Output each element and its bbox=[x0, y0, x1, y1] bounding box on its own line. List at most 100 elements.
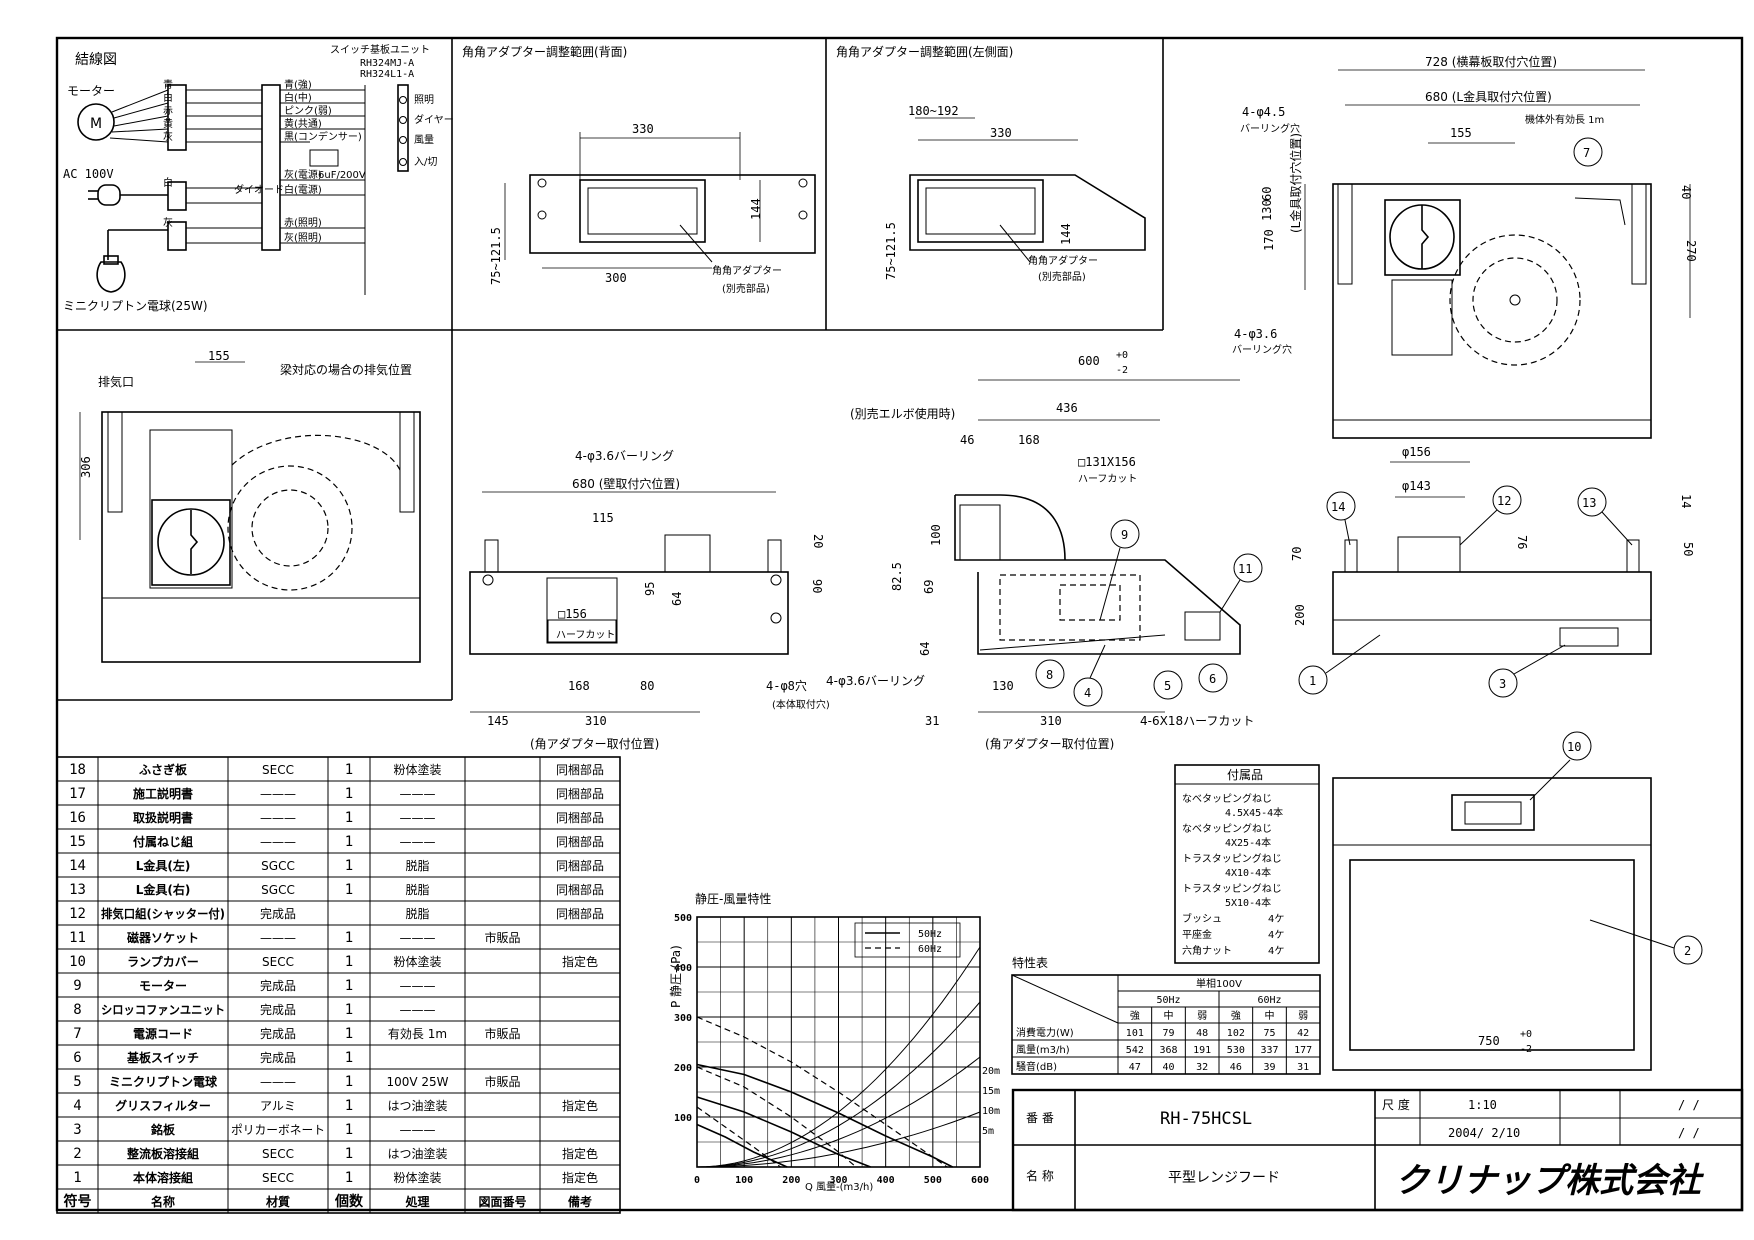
parts-cell: 指定色 bbox=[562, 1146, 598, 1161]
spec-freq: 50Hz bbox=[1156, 995, 1180, 1006]
side-view-title: 角角アダプター調整範囲(左側面) bbox=[836, 44, 1013, 59]
front-view-right: φ156 φ143 76 14 50 70 200 bbox=[1290, 445, 1695, 655]
spec-value: 530 bbox=[1227, 1045, 1245, 1056]
series-line-60Hz bbox=[696, 1066, 857, 1168]
parts-cell: 粉体塗装 bbox=[393, 954, 441, 969]
x-tick-label: 200 bbox=[782, 1175, 800, 1186]
svg-text:115: 115 bbox=[592, 511, 614, 525]
svg-text:/ /: / / bbox=[1678, 1098, 1700, 1112]
svg-text:RH324L1-A: RH324L1-A bbox=[360, 69, 414, 80]
svg-text:95: 95 bbox=[643, 582, 657, 596]
beam-exhaust-view: 梁対応の場合の排気位置 排気口 155 306 bbox=[79, 349, 421, 663]
parts-cell: ミニクリプトン電球 bbox=[109, 1074, 218, 1089]
parts-cell: 市販品 bbox=[484, 1074, 520, 1089]
drawing-date: 2004/ 2/10 bbox=[1448, 1126, 1520, 1140]
parts-cell: 市販品 bbox=[484, 930, 520, 945]
parts-cell: 粉体塗装 bbox=[393, 1170, 441, 1185]
svg-text:680 (L金具取付穴位置): 680 (L金具取付穴位置) bbox=[1425, 89, 1552, 104]
svg-text:76: 76 bbox=[1515, 535, 1529, 549]
svg-text:□131X156: □131X156 bbox=[1078, 455, 1136, 469]
parts-cell: 施工説明書 bbox=[133, 786, 193, 801]
svg-text:-2: -2 bbox=[1116, 365, 1128, 376]
plot-frame bbox=[696, 916, 981, 1168]
parts-cell: ——— bbox=[400, 787, 436, 801]
svg-text:バーリング穴: バーリング穴 bbox=[1232, 343, 1292, 356]
svg-text:155: 155 bbox=[208, 349, 230, 363]
x-tick-label: 300 bbox=[829, 1175, 847, 1186]
svg-text:4-6X18ハーフカット: 4-6X18ハーフカット bbox=[1140, 714, 1254, 728]
svg-text:436: 436 bbox=[1056, 401, 1078, 415]
svg-text:4ケ: 4ケ bbox=[1268, 929, 1284, 941]
parts-cell: 3 bbox=[73, 1122, 81, 1138]
svg-text:角角アダプター: 角角アダプター bbox=[1028, 254, 1098, 267]
svg-text:144: 144 bbox=[749, 198, 763, 220]
parts-cell: 11 bbox=[69, 930, 86, 946]
back-view-title: 角角アダプター調整範囲(背面) bbox=[462, 44, 627, 59]
top-view: 728 (横幕板取付穴位置) 680 (L金具取付穴位置) 機体外有効長 1m … bbox=[1232, 54, 1698, 439]
svg-text:ハーフカット: ハーフカット bbox=[556, 629, 615, 641]
parts-cell: 1 bbox=[345, 954, 353, 970]
parts-cell: 取扱説明書 bbox=[133, 810, 193, 825]
parts-header-cell: 符号 bbox=[63, 1193, 92, 1210]
beam-title: 梁対応の場合の排気位置 bbox=[280, 362, 412, 377]
svg-text:4ケ: 4ケ bbox=[1268, 945, 1284, 957]
svg-text:20: 20 bbox=[811, 534, 825, 548]
y-tick-label: 500 bbox=[674, 913, 692, 924]
svg-text:4-φ8穴: 4-φ8穴 bbox=[766, 678, 807, 693]
parts-cell: 1 bbox=[345, 1122, 353, 1138]
spec-level: 強 bbox=[1130, 1009, 1140, 1022]
title-block: 番 番 RH-75HCSL 名 称 平型レンジフード 尺 度 1:10 2004… bbox=[1011, 1088, 1744, 1212]
spec-value: 31 bbox=[1297, 1062, 1309, 1073]
y-tick-label: 200 bbox=[674, 1063, 692, 1074]
ac-label: AC 100V bbox=[63, 167, 114, 181]
front-view: 4-φ3.6バーリング 680 (壁取付穴位置) □156 ハーフカット 115… bbox=[469, 449, 830, 751]
spec-level: 強 bbox=[1231, 1009, 1241, 1022]
svg-text:300: 300 bbox=[605, 271, 627, 285]
parts-header-cell: 材質 bbox=[265, 1194, 290, 1209]
parts-cell: 脱脂 bbox=[405, 882, 429, 897]
svg-text:(別売部品): (別売部品) bbox=[722, 282, 770, 295]
parts-cell: 完成品 bbox=[260, 1026, 296, 1041]
svg-text:60: 60 bbox=[1260, 187, 1274, 201]
parts-cell: ——— bbox=[400, 835, 436, 849]
parts-cell: 5 bbox=[73, 1074, 81, 1090]
spec-row-label: 消費電力(W) bbox=[1016, 1026, 1074, 1039]
svg-text:69: 69 bbox=[922, 580, 936, 594]
parts-cell: 指定色 bbox=[562, 1170, 598, 1185]
spec-value: 46 bbox=[1230, 1062, 1242, 1073]
svg-text:灰(照明): 灰(照明) bbox=[284, 231, 322, 244]
parts-cell: 銘板 bbox=[151, 1122, 176, 1137]
svg-text:8: 8 bbox=[1046, 668, 1053, 682]
svg-text:4-φ4.5: 4-φ4.5 bbox=[1242, 105, 1285, 119]
svg-text:46: 46 bbox=[960, 433, 974, 447]
parts-cell: ——— bbox=[260, 931, 296, 945]
svg-text:1: 1 bbox=[1309, 674, 1316, 688]
parts-cell: 完成品 bbox=[260, 906, 296, 921]
svg-text:330: 330 bbox=[632, 122, 654, 136]
parts-cell: 18 bbox=[69, 762, 86, 778]
svg-text:□156: □156 bbox=[558, 607, 587, 621]
x-tick-label: 0 bbox=[694, 1175, 700, 1186]
parts-cell: 排気口組(シャッター付) bbox=[101, 906, 225, 921]
y-tick-label: 400 bbox=[674, 963, 692, 974]
parts-cell: 同梱部品 bbox=[556, 810, 604, 825]
parts-cell: ——— bbox=[260, 835, 296, 849]
parts-cell: 1 bbox=[345, 1002, 353, 1018]
series-line-60Hz bbox=[696, 1016, 948, 1168]
svg-text:青: 青 bbox=[163, 78, 173, 91]
spec-value: 75 bbox=[1263, 1028, 1275, 1039]
parts-cell: 1 bbox=[345, 1098, 353, 1114]
parts-cell: 有効長 1m bbox=[388, 1026, 447, 1041]
frame bbox=[55, 36, 1744, 1212]
svg-text:4ケ: 4ケ bbox=[1268, 913, 1284, 925]
svg-text:+0: +0 bbox=[1116, 350, 1128, 361]
parts-cell: アルミ bbox=[260, 1099, 296, 1113]
parts-cell: 脱脂 bbox=[405, 858, 429, 873]
svg-text:青(強): 青(強) bbox=[284, 78, 312, 91]
adapter-label: 角角アダプター bbox=[712, 264, 782, 277]
svg-text:赤(照明): 赤(照明) bbox=[284, 217, 322, 229]
x-tick-label: 600 bbox=[971, 1175, 989, 1186]
spec-value: 42 bbox=[1297, 1028, 1309, 1039]
parts-cell: SECC bbox=[262, 955, 294, 969]
capacitor-label: 6uF/200V bbox=[318, 170, 366, 181]
